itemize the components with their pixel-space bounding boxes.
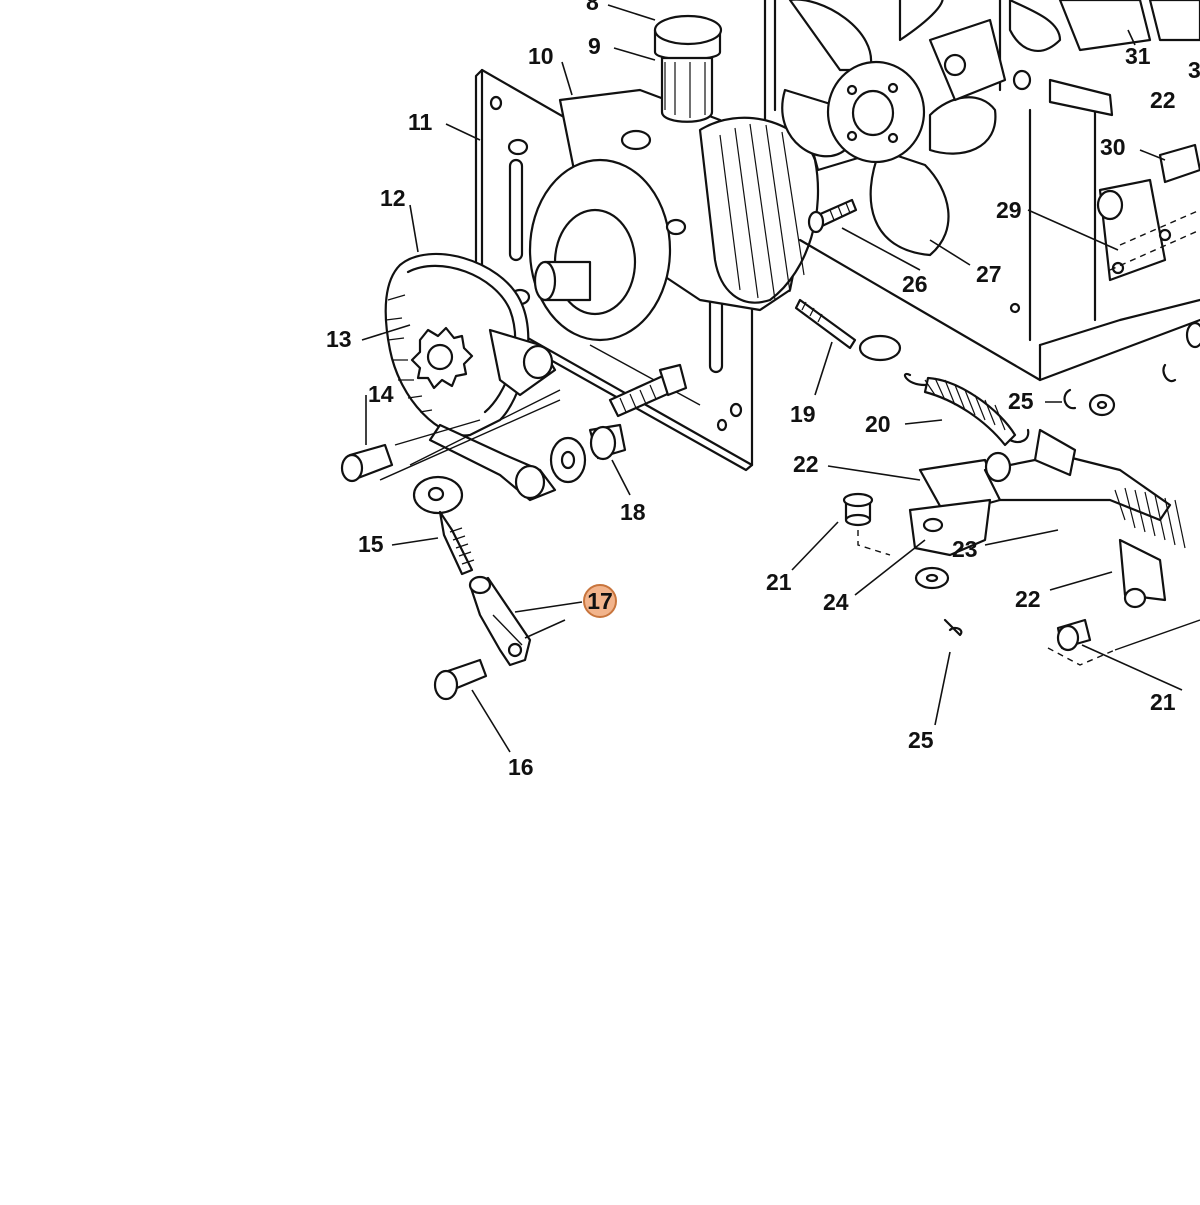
callout-10: 10 (528, 43, 554, 69)
callout-18: 18 (620, 499, 646, 525)
leader-lines (361, 4, 1183, 753)
callout-25a: 25 (1008, 388, 1034, 414)
highlighted-callout-17[interactable]: 17 (583, 584, 617, 618)
washer-spacer-18 (549, 423, 627, 484)
callout-14: 14 (368, 381, 394, 407)
callout-27: 27 (976, 261, 1002, 287)
oil-filler-cap (653, 14, 723, 123)
callout-22a: 22 (793, 451, 819, 477)
callout-labels: 8 9 10 11 12 13 14 15 16 18 19 20 21 21 … (326, 0, 1200, 780)
callout-21b: 21 (1150, 689, 1176, 715)
adjuster-bolt (608, 363, 688, 418)
pin-16 (433, 658, 488, 701)
callout-24: 24 (823, 589, 849, 615)
gearbox-housing (507, 88, 860, 342)
eye-bolt-19 (794, 298, 902, 362)
callout-26: 26 (902, 271, 928, 297)
callout-9: 9 (588, 33, 601, 59)
spring-20 (903, 372, 1030, 447)
highlight-circle (583, 584, 617, 618)
callout-11: 11 (408, 109, 433, 135)
clevis-17 (468, 575, 532, 667)
callout-22c: 22 (1150, 87, 1176, 113)
cooling-fan (781, 0, 997, 257)
control-lever-assembly (908, 428, 1186, 609)
callout-12: 12 (380, 185, 406, 211)
callout-23: 23 (952, 536, 978, 562)
drive-pulley (379, 252, 561, 502)
callout-16: 16 (508, 754, 534, 780)
bushing-21b (1056, 618, 1092, 652)
callout-17: 17 (587, 588, 613, 614)
callout-20: 20 (865, 411, 891, 437)
callout-19: 19 (790, 401, 816, 427)
callout-21a: 21 (766, 569, 792, 595)
bushing-21a (842, 492, 874, 527)
callout-29: 29 (996, 197, 1022, 223)
bolt-26 (807, 198, 858, 234)
callout-3: 3 (1188, 57, 1200, 83)
callout-25b: 25 (908, 727, 934, 753)
callout-31: 31 (1125, 43, 1151, 69)
chassis-frame (763, 0, 1200, 382)
washer-24 (914, 566, 950, 590)
clevis-pin-14 (340, 419, 481, 483)
callout-13: 13 (326, 326, 352, 352)
callout-22b: 22 (1015, 586, 1041, 612)
cotter-pin-25 (943, 321, 1200, 637)
callout-8: 8 (586, 0, 599, 15)
callout-15: 15 (358, 531, 384, 557)
callout-30: 30 (1100, 134, 1126, 160)
rod-end-15 (412, 475, 475, 576)
